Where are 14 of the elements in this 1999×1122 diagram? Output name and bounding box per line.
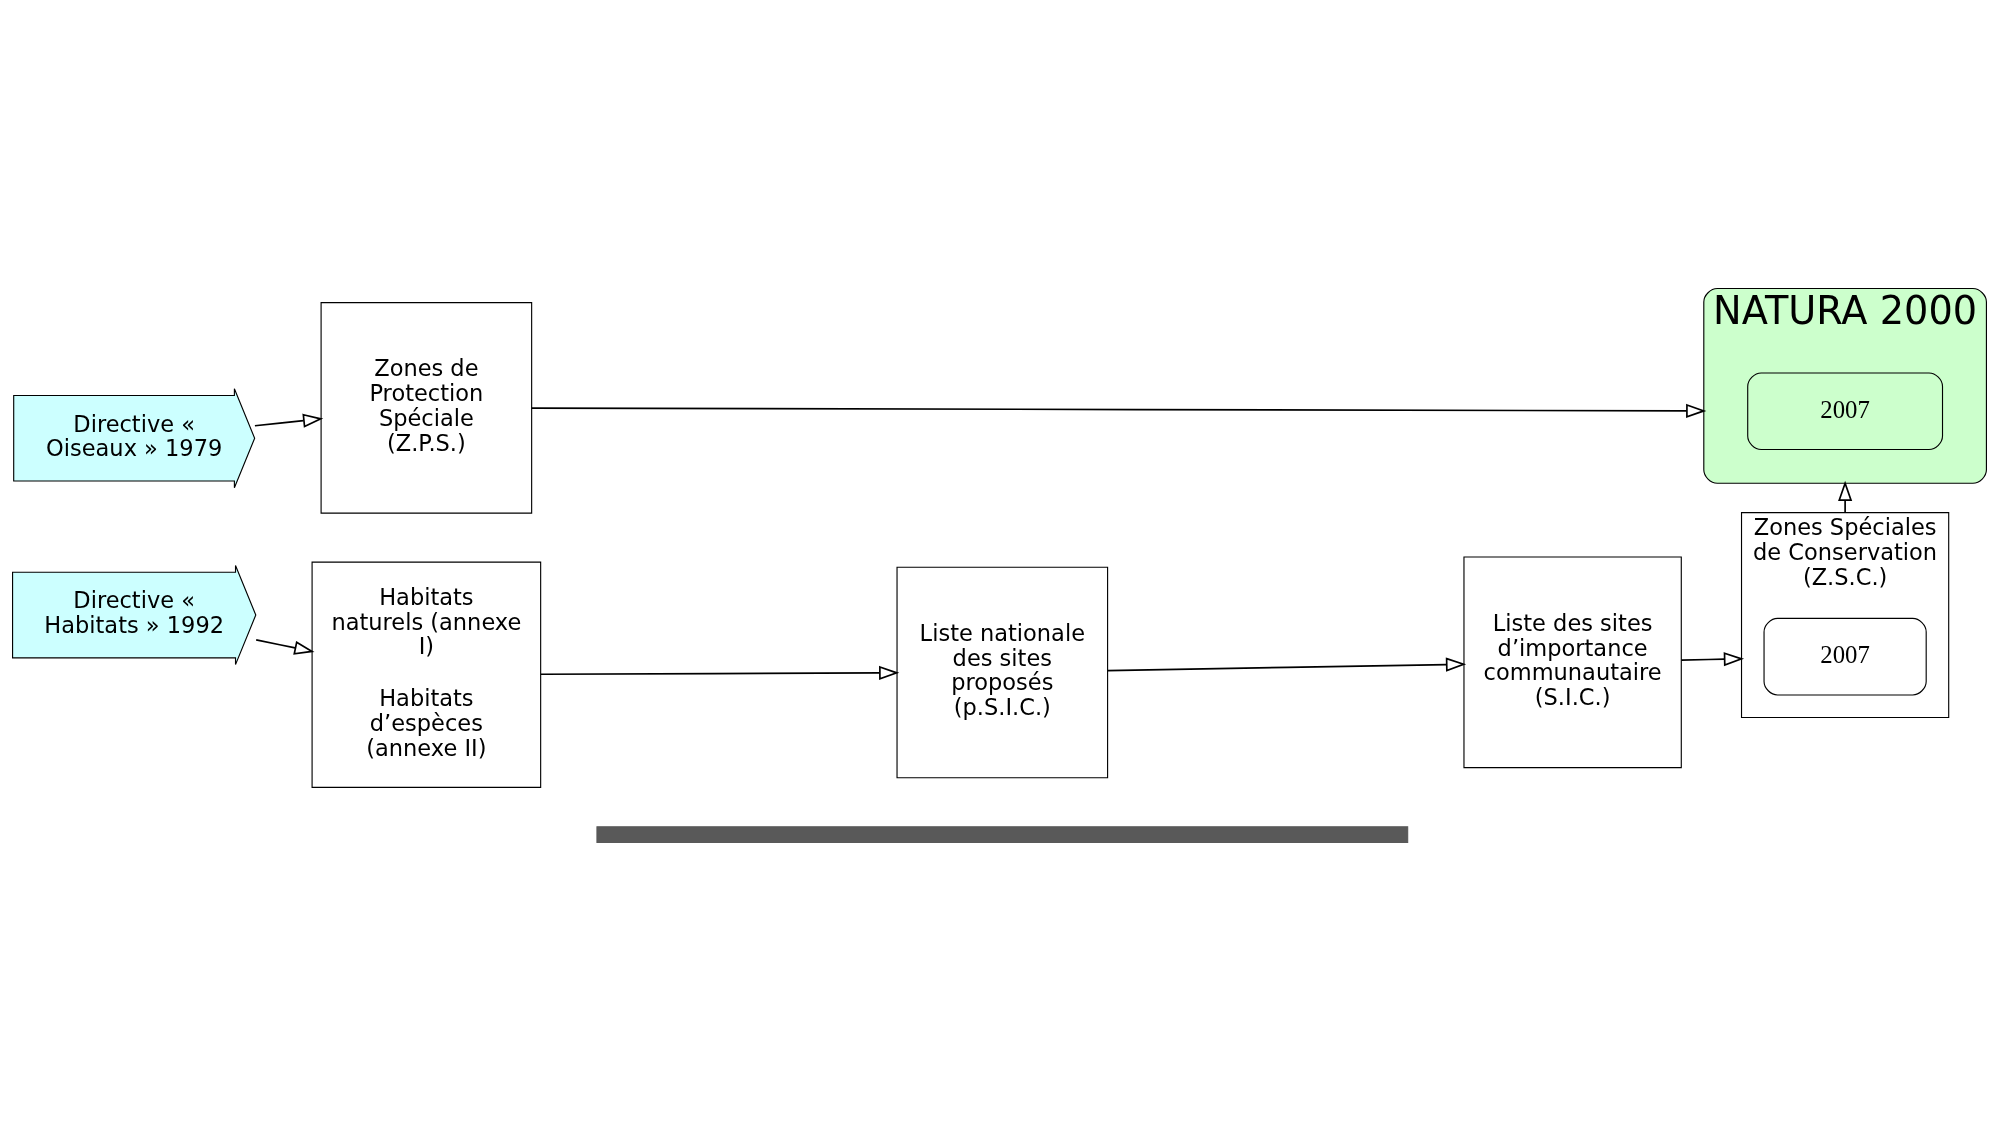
node-box: 2007 — [1763, 617, 1927, 696]
node-box: Liste des sites d’importance communautaire (S.I.C.) — [1463, 556, 1682, 769]
arrow — [530, 403, 1707, 418]
arrow — [254, 413, 324, 428]
node-bar — [596, 826, 1409, 844]
node-box: Zones de Protection Spéciale (Z.P.S.) — [320, 302, 533, 514]
arrow — [1106, 657, 1467, 672]
arrow — [1680, 652, 1745, 667]
arrow — [1838, 480, 1853, 514]
arrow — [255, 639, 315, 655]
node-box: Liste nationale des sites proposés (p.S.I.C.) — [896, 566, 1109, 779]
arrow — [540, 665, 900, 681]
node-box: 2007 — [1747, 372, 1944, 451]
node-box: Habitats naturels (annexe I) Habitats d’espèces (annexe II) — [311, 561, 542, 788]
